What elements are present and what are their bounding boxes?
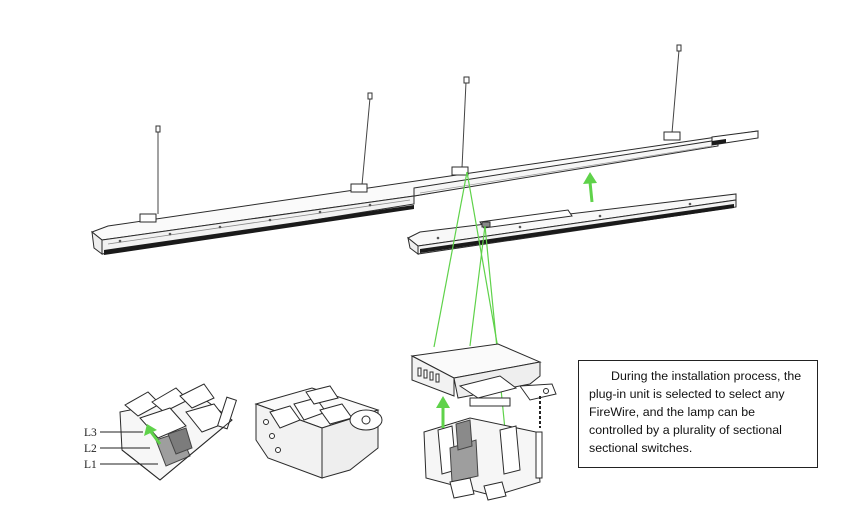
leader-line [469, 225, 486, 347]
connector-housing-detail [254, 385, 383, 479]
terminal-edge [159, 419, 233, 481]
housing-cell [305, 385, 339, 405]
phase-label-l2: L2 [84, 443, 97, 455]
plug-cap-hole [543, 388, 549, 394]
hanger-clip [663, 131, 681, 141]
arrow-head [144, 424, 157, 436]
arrow-head [583, 172, 597, 184]
housing-cell [269, 405, 301, 429]
pin-hole [263, 419, 269, 425]
terminal-slot [179, 383, 215, 409]
hanger-clip [139, 213, 157, 223]
ceiling-anchor [155, 125, 161, 133]
terminal-edge [121, 449, 161, 481]
plug-contact-pin [455, 419, 473, 451]
plug-base-rail [535, 431, 543, 479]
phase-label-l1: L1 [84, 459, 97, 471]
plug-in-contact [167, 427, 193, 455]
plug-arrow [436, 396, 450, 428]
suspension-wire [361, 97, 371, 186]
suspension-wires [155, 44, 682, 214]
terminal-block-detail [119, 383, 238, 481]
plug-cap-tab [469, 397, 511, 407]
module-screw-dots [436, 202, 692, 240]
suspension-wire [461, 81, 467, 169]
plug-base-foot [483, 481, 507, 501]
leader-line [484, 225, 507, 441]
arrow-shaft [588, 181, 594, 203]
pin-hole [275, 447, 281, 453]
terminal-arrow [144, 424, 162, 445]
housing-front [255, 403, 323, 479]
phase-label-l3: L3 [84, 427, 97, 439]
leader-line [433, 171, 468, 348]
plug-cap-window [458, 375, 518, 399]
insert-arrow [583, 172, 597, 203]
module-top-face [407, 193, 737, 247]
terminal-tab [216, 396, 238, 430]
rail-groove [107, 199, 411, 245]
description-callout: During the installation process, the plu… [578, 360, 818, 468]
callout-text: During the installation process, the plu… [589, 369, 802, 455]
plug-in-connector [481, 221, 491, 228]
lamp-module [407, 193, 737, 255]
rail-groove [419, 145, 713, 194]
phase-labels: L3 L2 L1 [84, 427, 97, 471]
mounting-hole [361, 415, 371, 425]
rail-top-face [91, 130, 759, 241]
trunking-rail [91, 130, 759, 255]
ceiling-anchor [463, 76, 470, 84]
plug-in-unit-detail [410, 343, 557, 501]
plug-cap-slots [417, 367, 440, 383]
plug-base-wall [499, 425, 521, 475]
hanger-clip [350, 183, 368, 193]
module-diffuser [420, 204, 734, 253]
lamp-diffuser [104, 205, 414, 255]
arrow-head [436, 396, 450, 408]
ceiling-anchor [367, 92, 373, 100]
lamp-screw-dots [118, 203, 372, 243]
rail-end-slot [712, 139, 726, 145]
suspension-wire [671, 49, 680, 134]
phase-leader-lines [100, 431, 158, 465]
plug-cap-ear [519, 383, 557, 401]
plug-base-foot [449, 477, 475, 499]
pin-hole [269, 433, 275, 439]
ceiling-anchor [676, 44, 682, 52]
hanger-clip [451, 166, 469, 176]
arrow-shaft [149, 431, 162, 445]
